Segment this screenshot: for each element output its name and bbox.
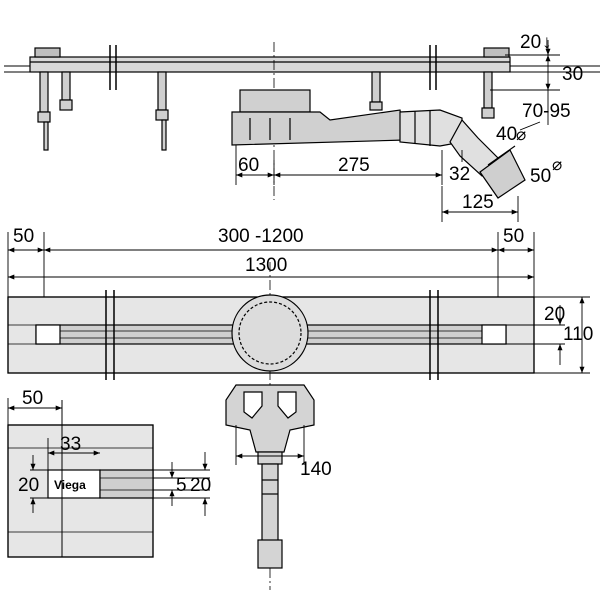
- dim-edge: 50: [22, 388, 43, 409]
- plan-dimension-lines: [7, 232, 590, 465]
- dim-pipe-rise: 32: [449, 164, 470, 185]
- plan-break-marks: [105, 290, 439, 380]
- feet: [37, 71, 495, 151]
- dim-pipe-run: 125: [462, 192, 494, 213]
- detail-view: [7, 398, 210, 558]
- diameter-icon: ⌀: [552, 155, 562, 174]
- dim-overall: 1300: [245, 255, 287, 276]
- plan-view: [7, 232, 590, 590]
- dim-slot: 5: [176, 475, 187, 496]
- outlet-pipe: [399, 109, 526, 199]
- dim-height: 30: [562, 64, 583, 85]
- channel-profile: [29, 56, 511, 73]
- drain-bowl: [231, 294, 309, 372]
- detail-dimension-lines: [7, 398, 210, 516]
- viega-logo: Viega: [54, 478, 86, 492]
- side-view: [4, 40, 600, 222]
- dim-trap-width: 140: [300, 459, 332, 480]
- dim-offset-left: 60: [238, 155, 259, 176]
- dim-inset: 33: [60, 434, 81, 455]
- dim-pipe-d1: 40: [496, 124, 517, 145]
- dim-height-range: 70-95: [522, 101, 571, 122]
- diameter-icon: ⌀: [516, 125, 526, 144]
- dim-label-height: 20: [18, 475, 39, 496]
- dim-total-width: 110: [563, 324, 593, 345]
- dim-length-center: 275: [338, 155, 370, 176]
- break-marks: [109, 45, 437, 90]
- dim-slot-width: 20: [544, 304, 565, 325]
- drain-body: [231, 89, 406, 146]
- dim-top-gap: 20: [520, 32, 541, 53]
- brand-plate: [47, 469, 101, 499]
- dim-end-left: 50: [13, 226, 34, 247]
- dim-channel-range: 300 -1200: [218, 226, 304, 247]
- side-dimension-lines: [235, 40, 560, 222]
- dim-end-right: 50: [503, 226, 524, 247]
- dim-pipe-d2: 50: [530, 166, 551, 187]
- dim-band: 20: [190, 475, 211, 496]
- arrow-down-glyph: ↓: [542, 32, 552, 53]
